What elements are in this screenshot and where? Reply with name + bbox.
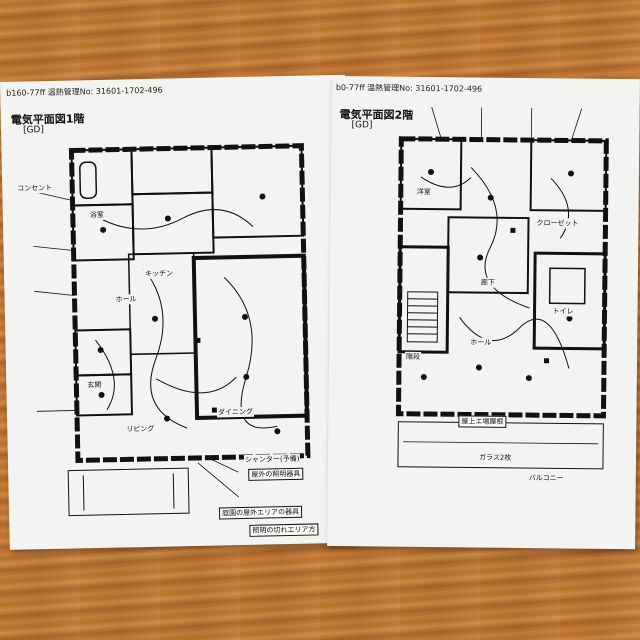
annotation-label: 廊下 [479, 277, 496, 288]
annotation-label: コンセント [16, 182, 54, 194]
annotation-label: ホール [469, 337, 493, 348]
annotation-label: シャンター(予備) [243, 453, 301, 465]
annotation-box: 庭園の屋外エリアの器具 [218, 505, 303, 520]
annotation-label: 玄関 [86, 379, 103, 391]
floor-plan-sheet-2f: b0-77ff 温熱管理No: 31601-1702-496 電気平面図2階 [… [327, 76, 640, 550]
annotation-label: ダイニング [216, 406, 255, 418]
annotation-label: ガラス2枚 [477, 452, 513, 463]
annotation-label: トイレ [551, 306, 575, 317]
annotation-box: 屋上エ場屋根 [458, 415, 507, 428]
annotation-label: 洋室 [415, 186, 432, 198]
floor-plan-drawing [32, 143, 311, 517]
floor-plan-sheet-1f: b160-77ff 温熱管理No: 31601-1702-496 電気平面図1階… [0, 74, 355, 550]
floor-plan-drawing [395, 106, 609, 470]
annotation-box: 照明の切れエリア方 [249, 523, 319, 537]
annotation-label: 階段 [405, 351, 422, 362]
annotation-label: リビング [125, 423, 156, 435]
annotation-label: キッチン [143, 268, 175, 280]
annotation-label: ホール [114, 294, 138, 305]
annotation-label: クローゼット [535, 218, 580, 229]
annotation-box: 屋外の照明器具 [248, 467, 304, 481]
annotation-label: 浴室 [88, 209, 105, 221]
annotation-label: バルコニー [527, 473, 565, 484]
